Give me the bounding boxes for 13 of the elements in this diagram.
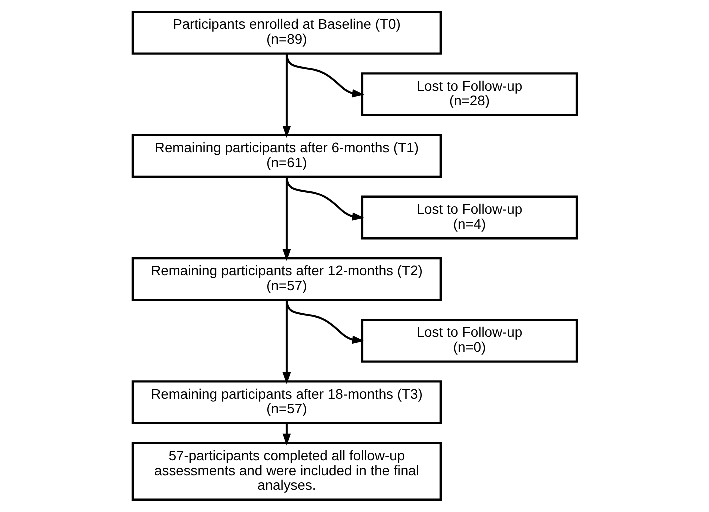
node-box: Participants enrolled at Baseline (T0) (n=89) xyxy=(131,11,442,55)
node-box: Remaining participants after 12-months (T2) (n=57) xyxy=(131,257,442,302)
node-box: Remaining participants after 18-months (T3) (n=57) xyxy=(131,380,442,424)
arrow xyxy=(285,300,364,344)
arrow xyxy=(282,54,291,138)
node-box: Lost to Follow-up (n=0) xyxy=(360,318,578,363)
node-box: Lost to Follow-up (n=4) xyxy=(360,196,578,240)
arrow xyxy=(282,424,291,446)
arrow xyxy=(282,300,291,384)
node-box: Remaining participants after 6-months (T1) (n=61) xyxy=(131,134,442,178)
node-box: Lost to Follow-up (n=28) xyxy=(360,72,578,117)
node-box: 57-participants completed all follow-up assessments and were included in the final analyses. xyxy=(131,442,442,501)
arrow xyxy=(282,177,291,262)
